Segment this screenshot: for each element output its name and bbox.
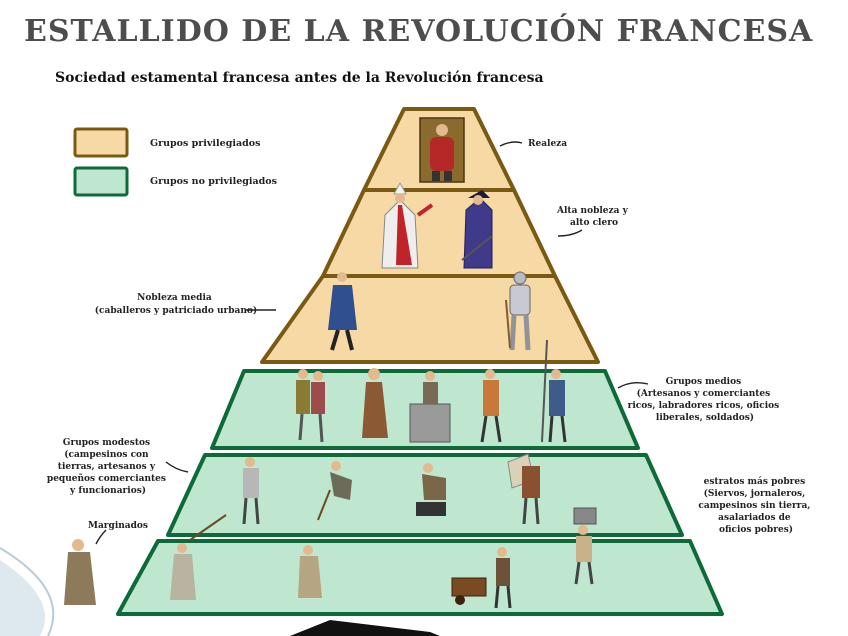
tier-estratos-pobres: [118, 541, 722, 614]
arrow-marginados: [96, 530, 106, 544]
arrow-realeza: [500, 142, 522, 146]
label-estratos-pobres: estratos más pobres (Siervos, jornaleros…: [698, 476, 813, 535]
slide-corner-decoration: [0, 560, 45, 636]
slide-bottom-wedge: [290, 620, 440, 636]
tier-nobleza-media: [262, 276, 598, 362]
label-realeza: Realeza: [528, 139, 567, 149]
tier-alta-nobleza: [323, 190, 555, 276]
label-alta-nobleza: Alta nobleza y alto clero: [556, 206, 631, 228]
label-grupos-modestos: Grupos modestos (campesinos con tierras,…: [47, 438, 169, 496]
legend-label-privileged: Grupos privilegiados: [150, 138, 260, 149]
label-grupos-medios: Grupos medios (Artesanos y comerciantes …: [628, 377, 783, 423]
king-figure-icon: [420, 118, 464, 182]
arrow-alta-nobleza: [558, 230, 582, 236]
label-marginados: Marginados: [88, 521, 148, 531]
label-nobleza-media: Nobleza media (caballeros y patriciado u…: [95, 293, 257, 316]
legend-label-non-privileged: Grupos no privilegiados: [150, 176, 277, 187]
beggar-figure-icon: [64, 539, 96, 605]
legend-swatch-non-privileged: [75, 168, 127, 195]
arrow-grupos-modestos: [166, 462, 188, 472]
arrow-grupos-medios: [618, 383, 648, 388]
legend-swatch-privileged: [75, 129, 127, 156]
